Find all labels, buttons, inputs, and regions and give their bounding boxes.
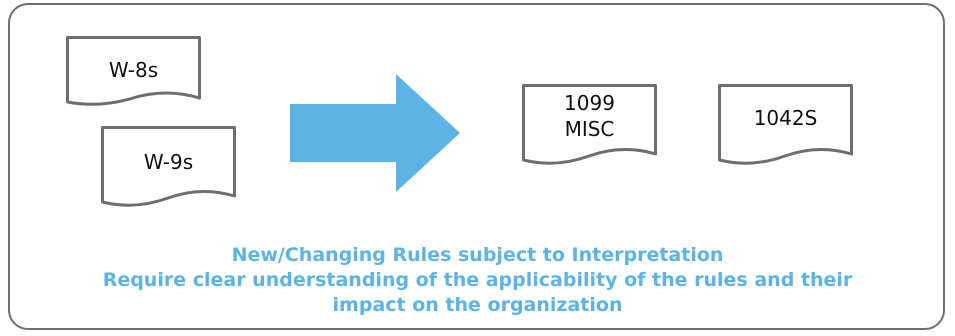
document-icon: [522, 84, 657, 165]
document-label: W-8s: [108, 58, 159, 82]
caption-line-1: New/Changing Rules subject to Interpreta…: [231, 244, 724, 266]
document-icon: [718, 84, 853, 165]
document-label: 1042S: [753, 106, 818, 130]
document-1042s: 1042S: [718, 84, 853, 166]
document-w9s: W-9s: [101, 126, 236, 208]
document-1099-misc: 1099 MISC: [522, 84, 657, 166]
document-label-line1: 1099: [564, 91, 615, 115]
document-label-line2: MISC: [564, 117, 615, 141]
caption-line-2: Require clear understanding of the appli…: [102, 269, 853, 291]
document-label: W-9s: [143, 150, 194, 174]
caption-line-3: impact on the organization: [332, 294, 623, 316]
document-icon: [66, 36, 201, 106]
right-arrow-icon: [290, 74, 462, 198]
document-w8s: W-8s: [66, 36, 201, 108]
document-icon: [101, 126, 236, 207]
